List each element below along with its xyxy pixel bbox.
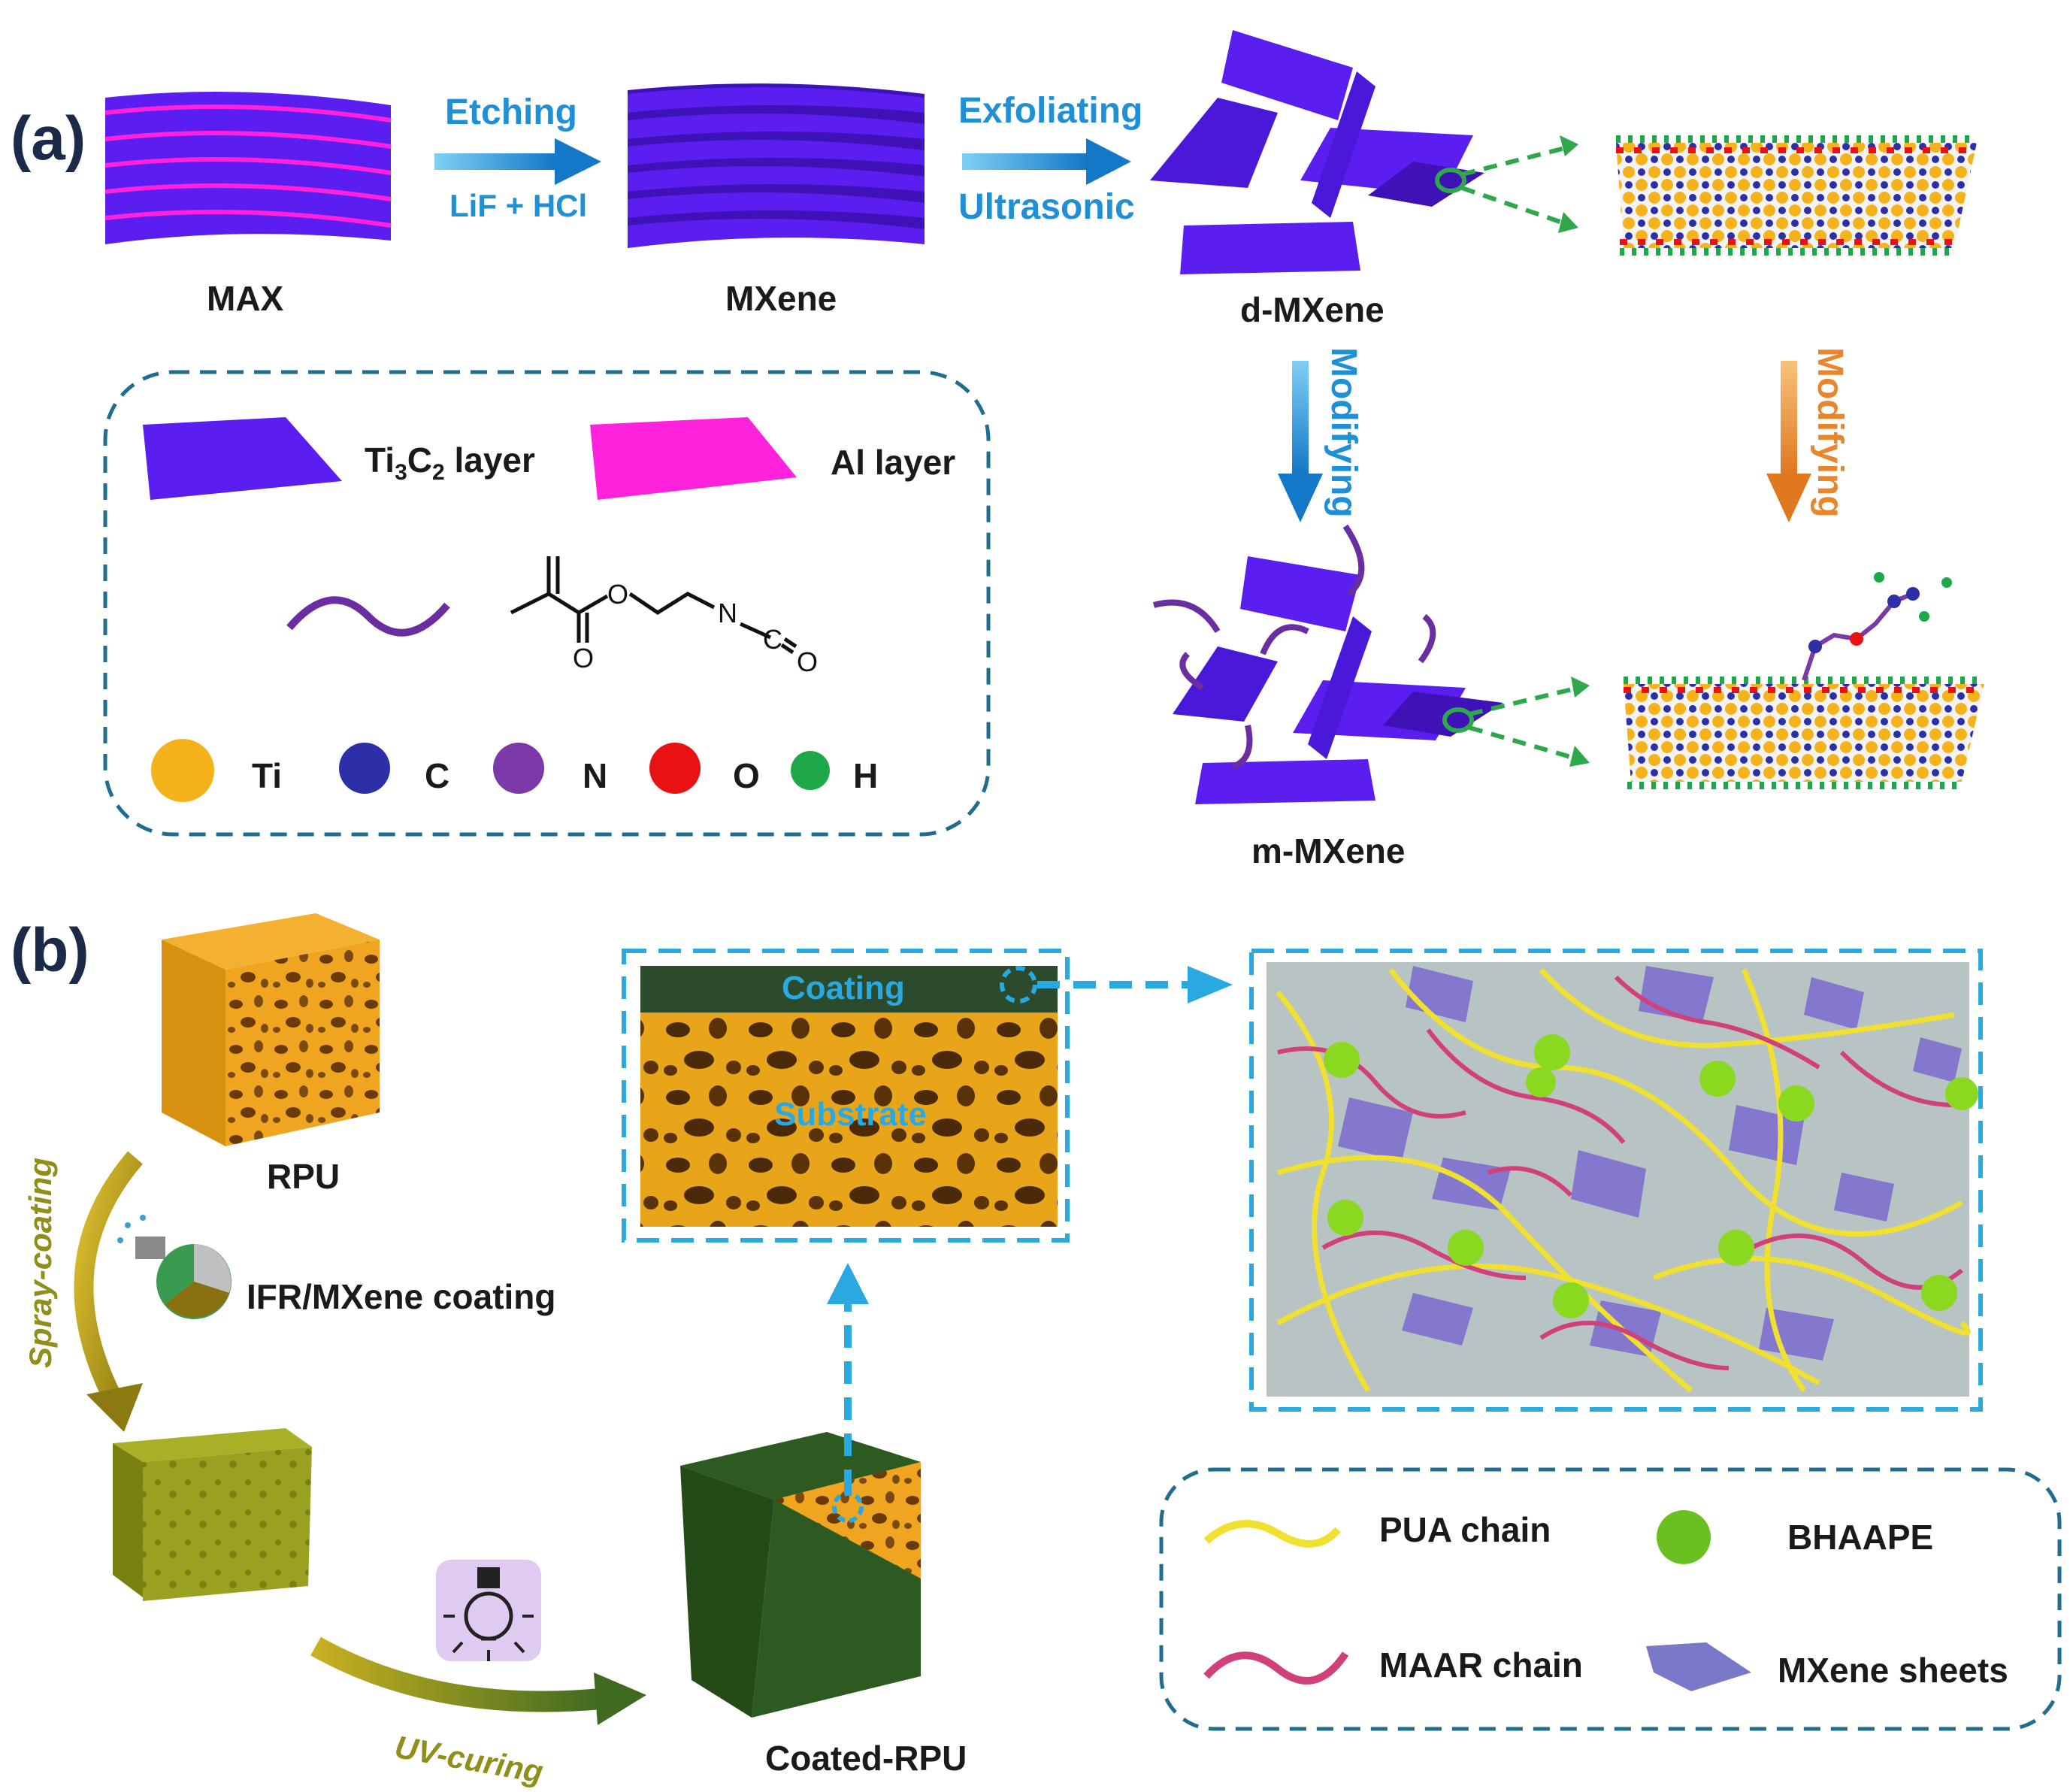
spray-coating-label: Spray-coating	[23, 1157, 58, 1368]
zoom-right-arrow	[1037, 966, 1233, 1003]
ti3c2-layer-label: Ti3C2 layer	[365, 440, 535, 486]
m-mxene-sheets	[1152, 524, 1503, 804]
network-inset	[1249, 949, 1983, 1412]
uv-lamp-icon	[436, 1560, 541, 1661]
sprayed-cube	[113, 1428, 312, 1601]
crystal-structure-top	[1616, 135, 1977, 256]
d-mxene-zoom-arrowheads	[1558, 135, 1578, 233]
modifying-arrow-orange	[1766, 361, 1811, 522]
coated-rpu-label: Coated-RPU	[765, 1739, 967, 1778]
spray-arrow	[74, 1151, 143, 1432]
d-mxene-sheets	[1150, 30, 1484, 274]
cross-section-inset	[622, 949, 1070, 1243]
atom-label-c: C	[425, 756, 450, 795]
d-mxene-label: d-MXene	[1240, 290, 1385, 329]
bhaape-swatch	[1657, 1510, 1711, 1564]
atom-label-o: O	[733, 756, 760, 795]
legend-box-a	[103, 370, 991, 837]
atom-label-n: N	[583, 756, 608, 795]
rpu-cube	[162, 913, 380, 1146]
lif-hcl-label: LiF + HCl	[449, 188, 588, 223]
mxene-sheets-label: MXene sheets	[1778, 1651, 2008, 1690]
max-stack	[104, 92, 392, 244]
etching-arrow	[434, 138, 601, 185]
modifying-label-left: Modifying	[1324, 347, 1363, 518]
al-layer-label: Al layer	[831, 443, 956, 482]
panel-a-label: (a)	[11, 104, 86, 173]
rpu-label: RPU	[267, 1157, 340, 1196]
maar-chain-label: MAAR chain	[1379, 1645, 1583, 1685]
max-label: MAX	[207, 279, 284, 318]
al-swatch	[590, 417, 797, 500]
ifr-mxene-coating-label: IFR/MXene coating	[247, 1277, 556, 1316]
inset-substrate-label: Substrate	[774, 1096, 927, 1133]
bhaape-label: BHAAPE	[1787, 1518, 1934, 1557]
modifying-arrow-blue	[1278, 361, 1323, 522]
panel-b-label: (b)	[11, 916, 89, 985]
molecule-o1: O	[607, 579, 629, 610]
crystal-structure-modified	[1624, 572, 1984, 789]
ultrasonic-label: Ultrasonic	[958, 187, 1135, 227]
mxene-label: MXene	[725, 279, 837, 318]
maar-swatch	[1203, 1651, 1349, 1685]
polymer-chain-swatch	[286, 596, 450, 637]
m-mxene-label: m-MXene	[1251, 831, 1406, 870]
molecule-o3: O	[797, 646, 819, 677]
inset-up-arrow	[827, 1263, 869, 1492]
pua-swatch	[1203, 1520, 1341, 1548]
spray-bottle-icon	[117, 1215, 232, 1319]
atom-label-h: H	[853, 756, 879, 795]
modifying-label-right: Modifying	[1810, 347, 1850, 518]
exfoliating-label: Exfoliating	[958, 91, 1143, 131]
molecule-structure	[510, 556, 797, 655]
molecule-o2: O	[573, 643, 595, 674]
m-mxene-zoom-arrowheads	[1569, 677, 1590, 767]
pua-chain-label: PUA chain	[1379, 1510, 1551, 1549]
mxene-sheet-swatch	[1646, 1642, 1751, 1691]
m-mxene-zoom-dashes	[1442, 686, 1579, 761]
exfoliating-arrow	[962, 138, 1131, 185]
mxene-stack	[628, 83, 925, 248]
inset-coating-label: Coating	[782, 970, 905, 1006]
etching-label: Etching	[445, 92, 577, 132]
legend-box-b	[1159, 1467, 2062, 1731]
molecule-c: C	[763, 624, 782, 655]
ti3c2-swatch	[143, 417, 342, 500]
uv-arrow	[310, 1636, 646, 1725]
d-mxene-zoom-dashes	[1435, 144, 1572, 228]
molecule-n: N	[718, 598, 737, 628]
atom-label-ti: Ti	[252, 756, 283, 795]
coated-rpu-cube	[680, 1432, 921, 1718]
